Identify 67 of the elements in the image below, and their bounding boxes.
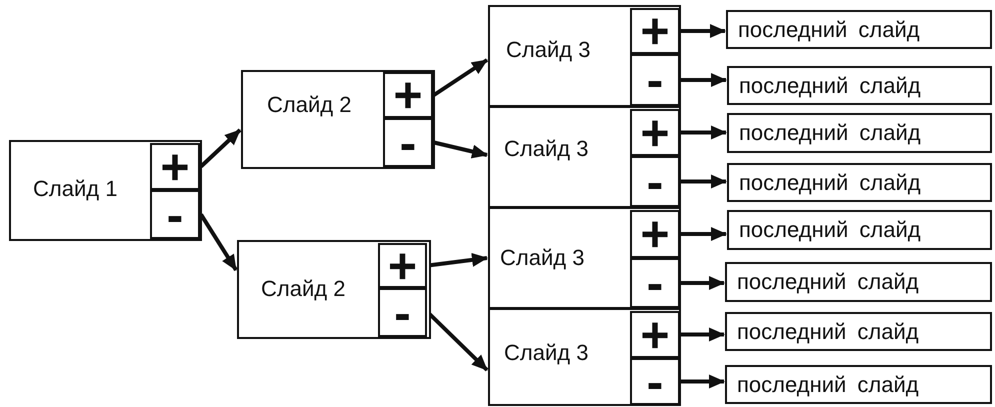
minus-sign: - <box>166 192 184 237</box>
final-slide-label: последний слайд <box>739 74 921 96</box>
slide-title: Слайд 3 <box>500 247 584 269</box>
slide-title: Слайд 2 <box>267 94 352 116</box>
slide-title: Слайд 3 <box>504 342 588 364</box>
minus-sign: - <box>398 120 418 165</box>
plus-sign: + <box>392 74 424 116</box>
slide-title: Слайд 3 <box>504 138 588 160</box>
arrow <box>681 374 725 388</box>
final-slide-label: последний слайд <box>737 271 919 293</box>
plus-sign: + <box>639 111 671 154</box>
slide-title: Слайд 3 <box>506 39 590 61</box>
plus-box <box>378 243 427 288</box>
final-slide-label: последний слайд <box>739 219 921 241</box>
final-slide-box <box>727 113 992 153</box>
minus-box <box>630 54 680 106</box>
plus-box <box>150 143 200 190</box>
slide-box <box>488 207 681 309</box>
final-slide-box <box>727 163 992 202</box>
arrow <box>681 73 727 87</box>
minus-box <box>383 118 433 167</box>
final-slide-label: последний слайд <box>738 18 920 40</box>
plus-sign: + <box>159 145 191 188</box>
arrow <box>681 227 727 241</box>
minus-box <box>378 288 427 337</box>
plus-sign: + <box>639 313 671 356</box>
arrow <box>681 126 727 140</box>
final-slide-label: последний слайд <box>739 122 921 144</box>
slide-box <box>488 106 681 208</box>
minus-box <box>630 358 680 405</box>
minus-box <box>630 156 680 207</box>
slide-box <box>9 140 202 241</box>
plus-sign: + <box>639 212 671 256</box>
minus-sign: - <box>646 56 664 104</box>
plus-box <box>630 210 680 258</box>
minus-sign: - <box>393 290 412 335</box>
final-slide-label: последний слайд <box>739 172 921 194</box>
slide-box <box>241 70 435 169</box>
final-slide-box <box>725 312 992 351</box>
final-slide-box <box>727 210 992 250</box>
slide-title: Слайд 1 <box>33 178 118 200</box>
arrow <box>681 328 725 342</box>
slide-box <box>488 5 681 107</box>
final-slide-label: последний слайд <box>737 374 919 396</box>
minus-sign: - <box>646 158 664 205</box>
slide-title: Слайд 2 <box>261 278 346 300</box>
minus-sign: - <box>646 360 664 403</box>
final-slide-box <box>726 10 992 49</box>
plus-box <box>630 311 680 358</box>
arrow <box>434 140 488 158</box>
arrow <box>681 174 727 188</box>
slide-box <box>237 240 431 339</box>
final-slide-label: последний слайд <box>737 320 919 342</box>
final-slide-box <box>727 66 992 105</box>
plus-box <box>630 8 680 54</box>
arrow <box>681 276 725 290</box>
plus-box <box>630 109 680 156</box>
minus-box <box>150 190 200 239</box>
plus-sign: + <box>639 10 671 52</box>
plus-box <box>383 72 433 118</box>
minus-box <box>630 258 680 308</box>
arrow <box>681 24 726 38</box>
plus-sign: + <box>386 245 418 286</box>
minus-sign: - <box>646 260 664 306</box>
slide-box <box>488 308 681 406</box>
final-slide-box <box>725 365 992 404</box>
final-slide-box <box>725 262 992 302</box>
